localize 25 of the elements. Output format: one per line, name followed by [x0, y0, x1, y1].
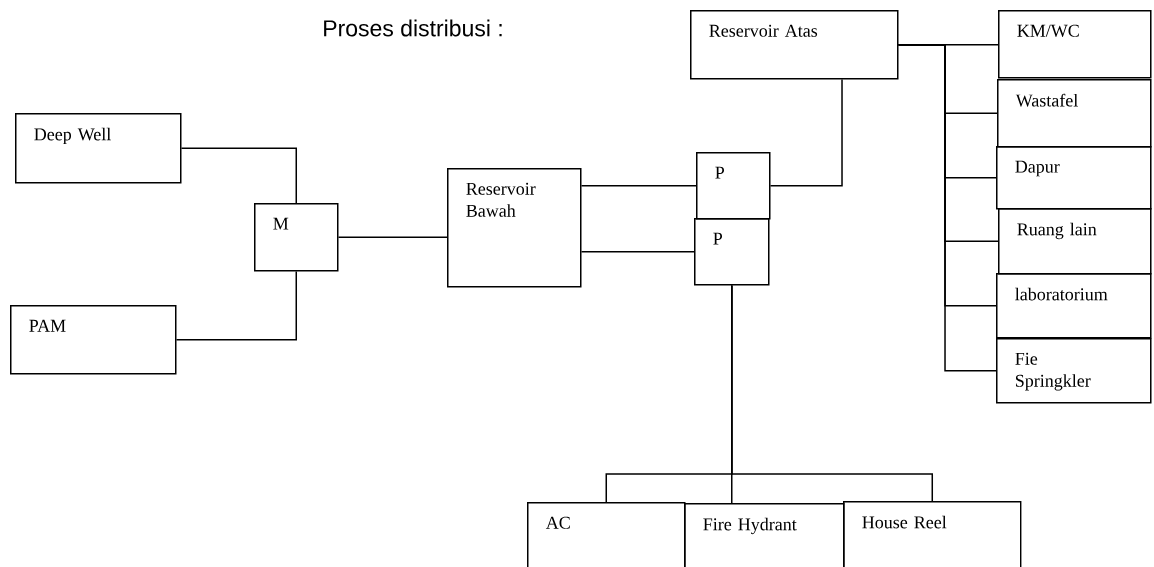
connector-line: [180, 147, 297, 204]
connector-line: [580, 251, 695, 253]
process-box: Dapur: [996, 146, 1152, 210]
process-box: P: [696, 152, 771, 220]
connector-line: [337, 236, 448, 238]
connector-line: [897, 44, 997, 372]
process-box: Wastafel: [997, 79, 1152, 148]
process-box: KM/WC: [998, 10, 1152, 79]
connector-line: [175, 270, 297, 341]
process-box: PAM: [10, 305, 177, 375]
process-box: House Reel: [843, 501, 1022, 567]
process-box: Fire Hydrant: [684, 503, 845, 567]
connector-line: [769, 78, 843, 187]
title: Proses distribusi :: [324, 19, 502, 37]
process-box: AC: [527, 502, 686, 567]
connector-line: [731, 284, 933, 502]
process-box: M: [254, 203, 339, 272]
process-box: Fie Springkler: [996, 338, 1152, 404]
process-box: Reservoir Bawah: [447, 168, 582, 288]
process-box: Deep Well: [15, 113, 182, 184]
process-box: P: [694, 218, 770, 286]
process-box: Reservoir Atas: [690, 10, 899, 80]
process-box: Ruang lain: [998, 208, 1152, 275]
process-box: laboratorium: [996, 273, 1152, 339]
connector-line: [580, 185, 697, 187]
